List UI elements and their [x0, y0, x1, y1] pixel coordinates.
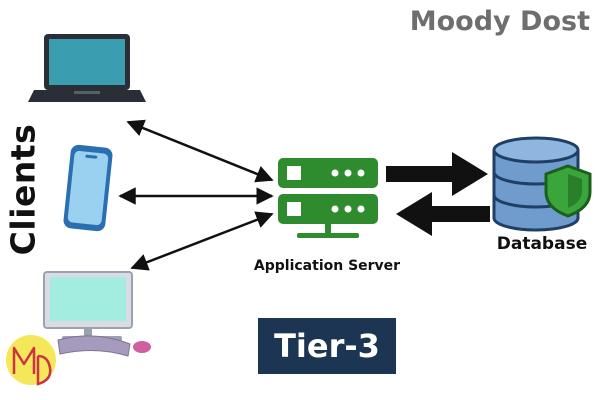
application-server-label: Application Server [253, 258, 401, 274]
server-icon [278, 158, 378, 238]
smartphone-icon [63, 144, 113, 232]
arrow-database-to-server [396, 192, 490, 236]
brand-title: Moody Dost [409, 6, 590, 37]
desktop-computer-icon [43, 271, 151, 357]
arrow-server-to-database [386, 152, 488, 196]
arrow-desktop-server [130, 211, 274, 271]
logo-icon [6, 335, 56, 386]
shield-icon [544, 164, 592, 218]
arrow-laptop-server [126, 119, 274, 183]
database-label: Database [496, 234, 588, 254]
tier-badge: Tier-3 [258, 318, 396, 374]
clients-label: Clients [3, 123, 43, 256]
laptop-icon [28, 34, 146, 102]
